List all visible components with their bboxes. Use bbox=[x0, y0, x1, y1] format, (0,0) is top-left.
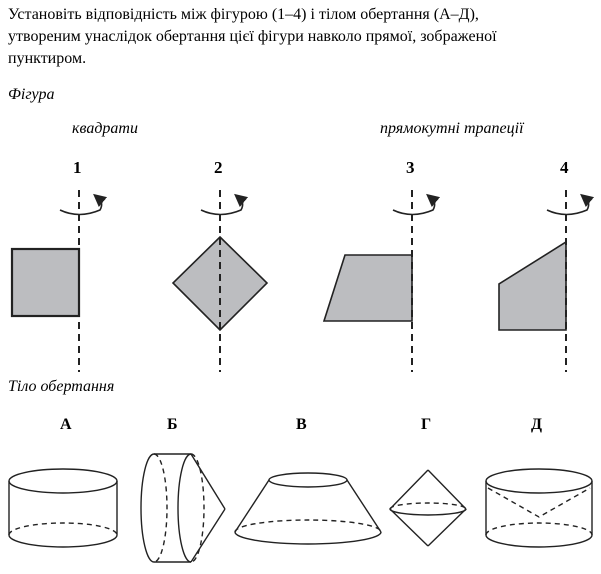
figure-label-4: 4 bbox=[560, 158, 569, 177]
figure-label-3: 3 bbox=[406, 158, 415, 177]
task-line-2: утвореним унаслідок обертання цієї фігур… bbox=[8, 28, 497, 45]
rotation-arrow-icon bbox=[200, 193, 249, 216]
body-label-g: Г bbox=[421, 416, 432, 433]
body-g-double-cone bbox=[389, 469, 467, 547]
task-line-3: пунктиром. bbox=[8, 50, 87, 67]
figure-3-trapezoid bbox=[322, 190, 441, 372]
figure-4-trapezoid bbox=[498, 190, 595, 372]
bodies-heading: Тіло обертання bbox=[8, 378, 115, 395]
rotation-arrow-icon bbox=[59, 193, 108, 216]
task-text: Установіть відповідність між фігурою (1–… bbox=[8, 4, 598, 70]
figure-label-2: 2 bbox=[214, 158, 223, 177]
body-label-v: В bbox=[296, 416, 307, 433]
figures-heading: Фігура bbox=[8, 86, 55, 103]
figure-2-rhombus bbox=[171, 190, 269, 372]
body-label-d: Д bbox=[531, 416, 543, 433]
group-label-trapezoids: прямокутні трапеції bbox=[380, 120, 524, 137]
group-label-squares: квадрати bbox=[72, 120, 138, 137]
rotation-arrow-icon bbox=[392, 193, 441, 216]
body-label-a: А bbox=[60, 416, 72, 433]
body-d-cylinder-cone-cavity bbox=[485, 468, 593, 548]
body-v-frustum bbox=[234, 472, 382, 545]
rotation-arrow-icon bbox=[546, 193, 595, 216]
body-b-cylinder-cone bbox=[140, 453, 226, 563]
task-line-1: Установіть відповідність між фігурою (1–… bbox=[8, 6, 479, 23]
body-a-cylinder bbox=[8, 468, 118, 548]
figure-1-square bbox=[10, 190, 108, 372]
body-label-b: Б bbox=[167, 416, 178, 433]
figure-label-1: 1 bbox=[73, 158, 82, 177]
